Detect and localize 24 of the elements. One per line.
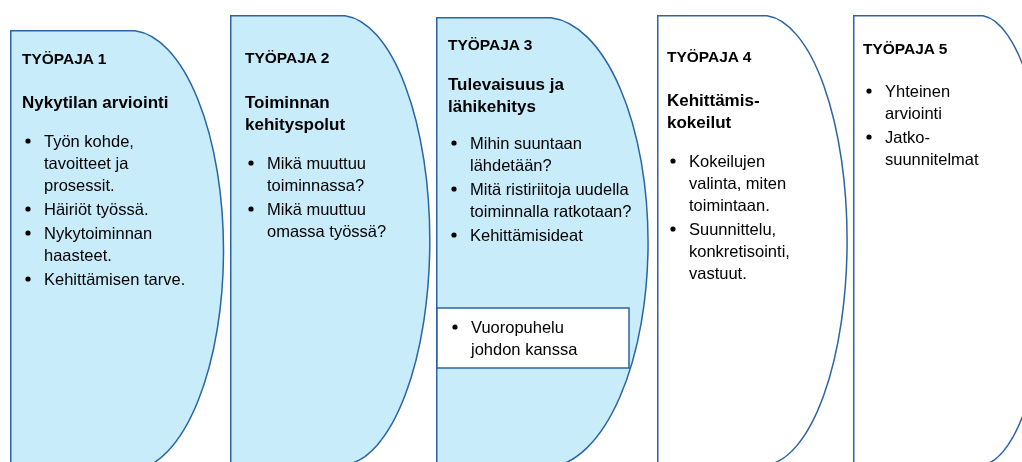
bullet-text: Jatko-suunnitelmat xyxy=(885,127,980,170)
bullet-text: Mihin suuntaan lähdetään? xyxy=(470,133,583,176)
workshop-panel xyxy=(853,15,1022,462)
panel-title: TYÖPAJA 3 xyxy=(448,35,534,54)
bullet-text: Nykytoiminnan haasteet. xyxy=(44,223,154,266)
bullet-text: Vuoropuhelu johdon kanssa xyxy=(471,317,579,360)
panel-title: TYÖPAJA 1 xyxy=(22,49,108,68)
bullet-text: Mitä ristiriitoja uudella toiminnalla ratkotaan? xyxy=(470,179,633,222)
bullet-text: Kokeilujen valinta, miten toimintaan. xyxy=(689,151,788,216)
panel-title: TYÖPAJA 5 xyxy=(863,39,949,58)
panel-heading: Kehittämis-kokeilut xyxy=(667,90,761,134)
bullet-text: Työn kohde, tavoitteet ja prosessit. xyxy=(44,131,135,196)
bullet-text: Suunnittelu, konkretisointi, vastuut. xyxy=(689,219,791,284)
panel-title: TYÖPAJA 4 xyxy=(667,47,753,66)
panel-heading: Nykytilan arviointi xyxy=(22,92,170,114)
bullet-text: Kehittämisen tarve. xyxy=(44,269,187,290)
bullet-text: Yhteinen arviointi xyxy=(885,81,952,124)
panel-heading: Toiminnan kehityspolut xyxy=(245,92,347,136)
bullet-text: Kehittämisideat xyxy=(470,225,584,246)
bullet-text: Mikä muuttuu omassa työssä? xyxy=(267,199,388,242)
bullet-text: Mikä muuttuu toiminnassa? xyxy=(267,153,368,196)
bullet-text: Häiriöt työssä. xyxy=(44,199,150,220)
panel-title: TYÖPAJA 2 xyxy=(245,48,331,67)
panel-heading: Tulevaisuus ja lähikehitys xyxy=(448,74,565,118)
